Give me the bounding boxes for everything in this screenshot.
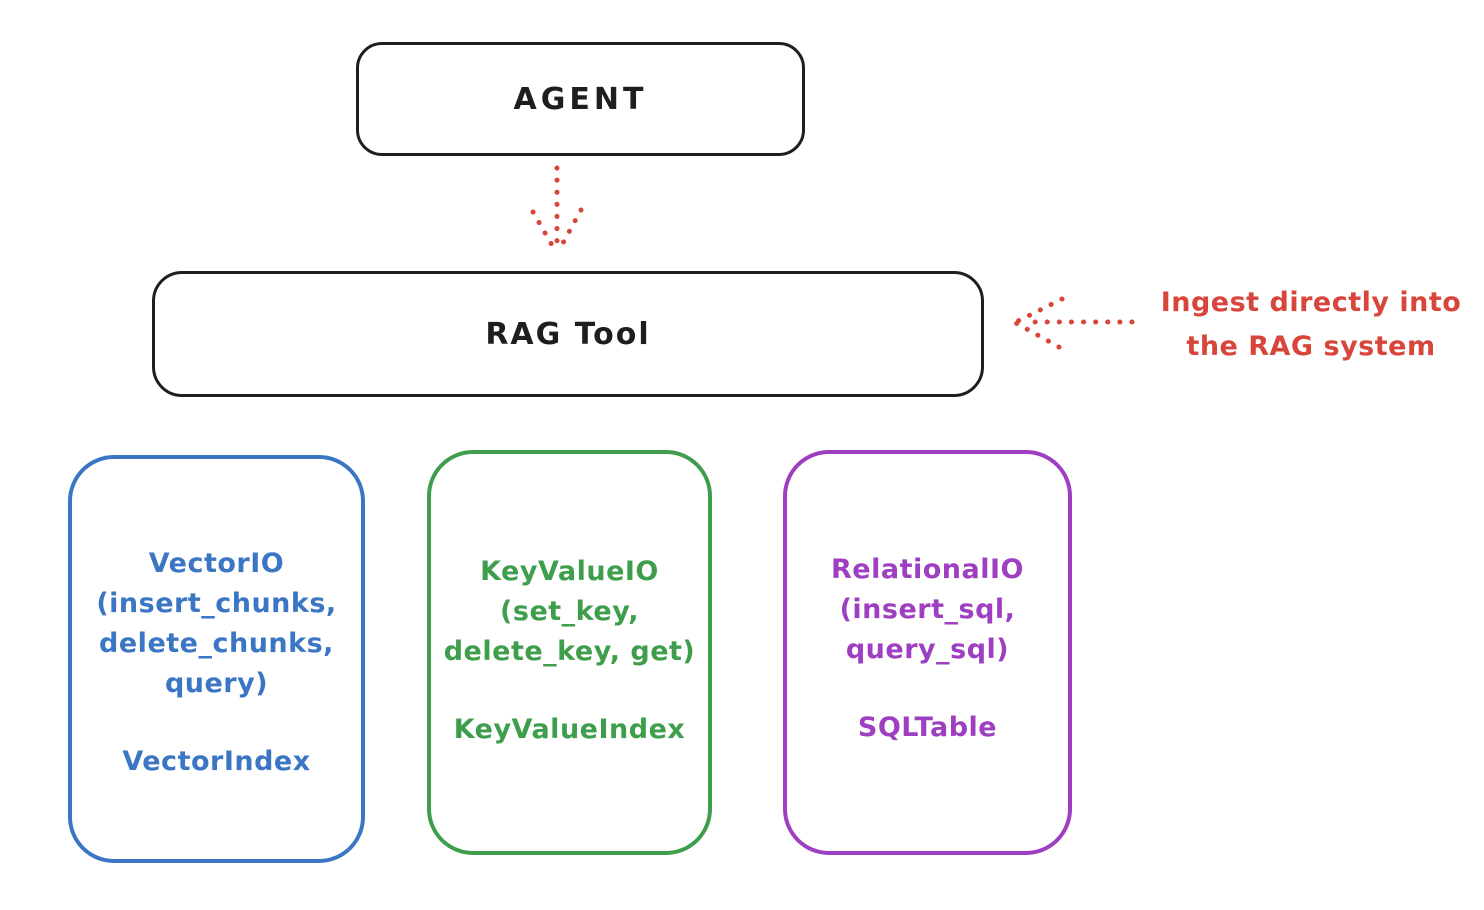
ingest-annotation: Ingest directly into the RAG system: [1160, 287, 1462, 362]
rag-tool-label: RAG Tool: [485, 316, 651, 352]
keyvalue-index-label: KeyValueIndex: [453, 714, 686, 745]
sql-table-label: SQLTable: [857, 712, 998, 743]
vector-index-label: VectorIndex: [122, 746, 311, 777]
rag-tool-box: RAG Tool: [152, 271, 984, 397]
keyvalue-io-methods: KeyValueIO (set_key, delete_key, get): [443, 556, 696, 667]
keyvalue-io-box: KeyValueIO (set_key, delete_key, get) Ke…: [427, 450, 712, 855]
vector-io-box: VectorIO (insert_chunks, delete_chunks, …: [68, 455, 365, 863]
relational-io-box: RelationalIO (insert_sql, query_sql) SQL…: [783, 450, 1072, 855]
agent-label: AGENT: [513, 81, 648, 117]
agent-to-rag-arrow: [530, 165, 584, 255]
agent-box: AGENT: [356, 42, 805, 156]
ingest-arrow: [1013, 296, 1135, 350]
relational-io-methods: RelationalIO (insert_sql, query_sql): [831, 554, 1024, 665]
vector-io-methods: VectorIO (insert_chunks, delete_chunks, …: [96, 548, 337, 699]
